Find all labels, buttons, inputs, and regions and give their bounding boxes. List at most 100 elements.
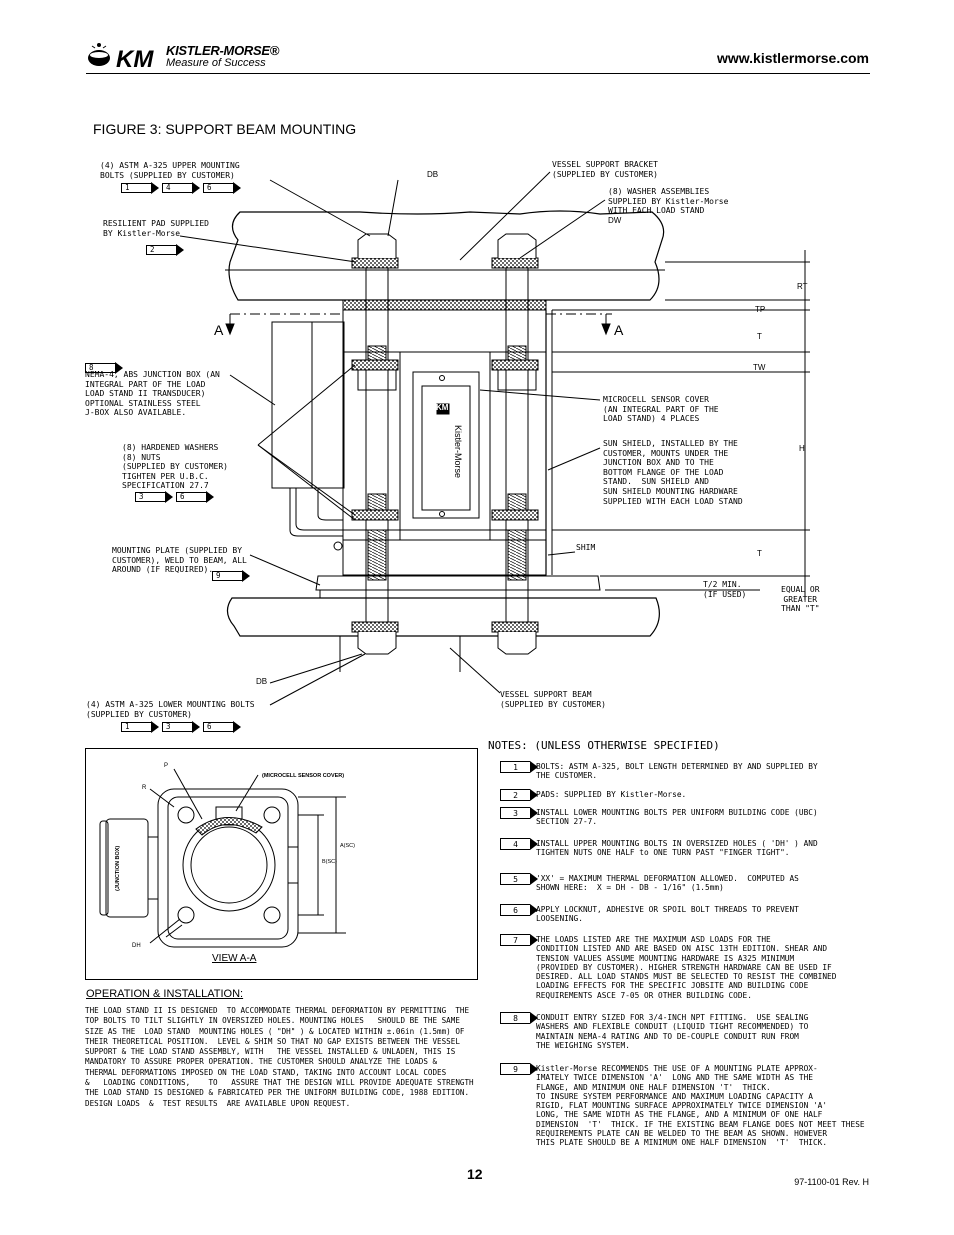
- note-flag-8: 8: [500, 1012, 538, 1024]
- upper-washer-right: [491, 257, 539, 269]
- note-flag-2: 2: [500, 789, 538, 801]
- washers-callout: (8) HARDENED WASHERS (8) NUTS (SUPPLIED …: [122, 443, 228, 491]
- dim-t-top: T: [757, 332, 762, 341]
- lower-bolts-refs: 1 3 6: [121, 721, 241, 733]
- dim-tw: TW: [753, 363, 766, 372]
- upper-bolt-left: [365, 267, 389, 391]
- section-a-right: A: [614, 322, 624, 338]
- view-label-junction-box: (JUNCTION BOX): [115, 846, 121, 891]
- junction-box-refs: 8: [85, 357, 123, 375]
- bottom-nut-right: [497, 632, 537, 655]
- ref-flag: 9: [212, 570, 250, 582]
- note-flag-4: 4: [500, 838, 538, 850]
- note-text-7: THE LOADS LISTED ARE THE MAXIMUM ASD LOA…: [536, 935, 837, 1000]
- dim-dw: DW: [608, 216, 622, 225]
- view-label-p: P: [164, 763, 168, 769]
- view-label-r: R: [142, 785, 147, 791]
- upper-bolts-callout: (4) ASTM A-325 UPPER MOUNTING BOLTS (SUP…: [100, 161, 240, 180]
- note-flag-9: 9: [500, 1063, 538, 1075]
- figure-title: FIGURE 3: SUPPORT BEAM MOUNTING: [93, 121, 357, 137]
- dim-db-top: DB: [427, 170, 439, 179]
- microcell-cover-callout: MICROCELL SENSOR COVER (AN INTEGRAL PART…: [603, 395, 719, 424]
- view-aa-title: VIEW A-A: [212, 953, 257, 964]
- dim-tp: TP: [755, 305, 766, 314]
- resilient-pad-refs: 2: [146, 239, 184, 257]
- kistler-morse-logo: KM: [88, 43, 154, 72]
- washer-assemblies-callout: (8) WASHER ASSEMBLIES SUPPLIED BY Kistle…: [608, 187, 729, 216]
- dim-db-bottom: DB: [256, 677, 268, 686]
- note-text-4: INSTALL UPPER MOUNTING BOLTS IN OVERSIZE…: [536, 839, 818, 858]
- page-number: 12: [467, 1166, 483, 1182]
- section-a-left: A: [214, 322, 224, 338]
- km-mark-on-cover: KM: [436, 403, 449, 412]
- note-text-5: 'XX' = MAXIMUM THERMAL DEFORMATION ALLOW…: [536, 874, 799, 893]
- logo-name: KISTLER-MORSE®: [166, 43, 279, 58]
- note-text-9: Kistler-Morse RECOMMENDS THE USE OF A MO…: [536, 1064, 865, 1148]
- resilient-pad: [342, 299, 547, 311]
- ref-flag: 4: [162, 182, 200, 194]
- notes-header: NOTES: (UNLESS OTHERWISE SPECIFIED): [488, 739, 720, 752]
- vessel-support-beam: [226, 597, 660, 637]
- brand-on-load-stand: Kistler-Morse: [453, 425, 463, 478]
- logo-tagline: Measure of Success: [166, 57, 266, 69]
- note-text-1: BOLTS: ASTM A-325, BOLT LENGTH DETERMINE…: [536, 762, 818, 781]
- note-text-3: INSTALL LOWER MOUNTING BOLTS PER UNIFORM…: [536, 808, 818, 827]
- note-flag-3: 3: [500, 807, 538, 819]
- equal-greater-callout: EQUAL OR GREATER THAN "T": [781, 585, 820, 614]
- support-beam-mounting-drawing: Kistler-Morse: [179, 171, 810, 706]
- view-aa-box: P R (MICROCELL SENSOR COVER) A(SC) B(SC)…: [85, 748, 478, 980]
- top-nut-right: [497, 233, 537, 258]
- microcell-sensor-cover: [412, 371, 480, 519]
- note-flag-1: 1: [500, 761, 538, 773]
- note-text-8: CONDUIT ENTRY SIZED FOR 3/4-INCH NPT FIT…: [536, 1013, 809, 1050]
- view-label-microcell: (MICROCELL SENSOR COVER): [262, 773, 344, 779]
- note-flag-5: 5: [500, 873, 538, 885]
- ref-flag: 2: [146, 244, 184, 256]
- junction-box: [271, 321, 345, 489]
- lower-bolts-callout: (4) ASTM A-325 LOWER MOUNTING BOLTS (SUP…: [86, 700, 255, 719]
- operation-title: OPERATION & INSTALLATION:: [86, 988, 244, 1000]
- shim-callout: SHIM: [576, 543, 596, 552]
- vessel-support-bracket: [228, 210, 665, 301]
- logo-mark: KM: [116, 46, 154, 72]
- vessel-beam-callout: VESSEL SUPPORT BEAM (SUPPLIED BY CUSTOME…: [500, 690, 606, 709]
- ref-flag: 1: [121, 721, 159, 733]
- ref-flag: 3: [162, 721, 200, 733]
- t2-min-callout: T/2 MIN. (IF USED): [703, 580, 747, 599]
- upper-bolt-right: [505, 267, 529, 391]
- upper-bolts-refs: 1 4 6: [121, 182, 241, 194]
- operation-body: THE LOAD STAND II IS DESIGNED TO ACCOMMO…: [85, 1006, 474, 1108]
- view-aa-drawing: P R (MICROCELL SENSOR COVER) A(SC) B(SC)…: [99, 763, 355, 949]
- dim-t-bottom: T: [757, 549, 762, 558]
- dim-rt: RT: [797, 282, 808, 291]
- vessel-bracket-callout: VESSEL SUPPORT BRACKET (SUPPLIED BY CUST…: [552, 160, 658, 179]
- washers-refs: 3 6: [135, 491, 214, 503]
- resilient-pad-callout: RESILIENT PAD SUPPLIED BY Kistler-Morse: [103, 219, 209, 238]
- note-flag-6: 6: [500, 904, 538, 916]
- ref-flag: 1: [121, 182, 159, 194]
- website-url[interactable]: www.kistlermorse.com: [717, 50, 869, 66]
- mounting-plate-refs: 9: [212, 565, 250, 583]
- junction-box-callout: NEMA-4, ABS JUNCTION BOX (AN INTEGRAL PA…: [85, 370, 220, 418]
- note-flag-7: 7: [500, 934, 538, 946]
- revision-number: 97-1100-01 Rev. H: [794, 1177, 869, 1187]
- top-nut-left: [357, 233, 397, 258]
- header-rule: [86, 73, 870, 74]
- bottom-nut-left: [357, 632, 397, 655]
- load-stand-bottom-flange: [342, 529, 547, 576]
- ref-flag: 6: [203, 721, 241, 733]
- view-label-b-sc: B(SC): [322, 859, 337, 865]
- view-label-dh: DH: [132, 943, 141, 949]
- upper-washer-left: [351, 257, 399, 269]
- view-label-a-sc: A(SC): [340, 843, 355, 849]
- sun-shield-callout: SUN SHIELD, INSTALLED BY THE CUSTOMER, M…: [603, 439, 743, 506]
- note-text-6: APPLY LOCKNUT, ADHESIVE OR SPOIL BOLT TH…: [536, 905, 799, 924]
- ref-flag: 6: [203, 182, 241, 194]
- mounting-plate-callout: MOUNTING PLATE (SUPPLIED BY CUSTOMER), W…: [112, 546, 247, 575]
- note-text-2: PADS: SUPPLIED BY Kistler-Morse.: [536, 790, 687, 799]
- dim-h: H: [799, 444, 805, 453]
- ref-flag: 3: [135, 491, 173, 503]
- ref-flag: 8: [85, 362, 123, 374]
- mounting-plate: [315, 575, 601, 591]
- ref-flag: 6: [176, 491, 214, 503]
